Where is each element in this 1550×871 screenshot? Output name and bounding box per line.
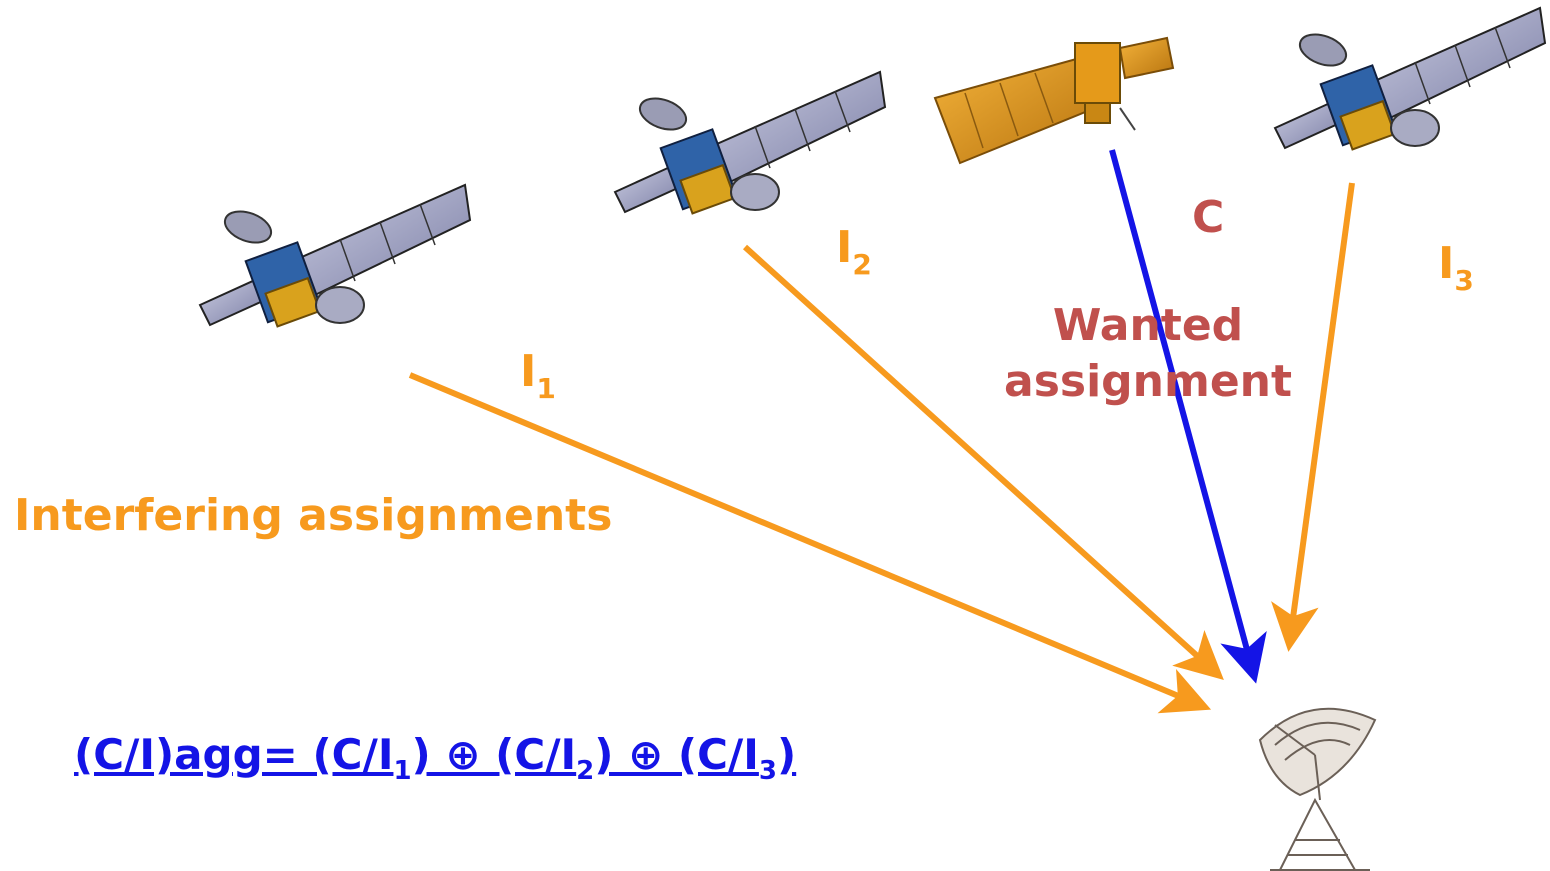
- i3-sub: 3: [1454, 264, 1474, 297]
- formula-sub3: 3: [758, 756, 777, 786]
- formula-tail: ): [776, 730, 797, 779]
- wanted-label-line2: assignment: [1004, 356, 1293, 407]
- satellite-icon: [198, 183, 472, 328]
- i1-sub: 1: [536, 372, 556, 405]
- wanted-label-line1: Wanted: [1052, 300, 1244, 351]
- wanted-assignment-label: Wanted assignment: [1004, 298, 1292, 410]
- formula-sub2: 2: [576, 756, 595, 786]
- wanted-arrow-c: [1109, 149, 1267, 684]
- satellite-icon: [613, 70, 887, 215]
- interference-arrow-i2: [742, 244, 1224, 681]
- aggregate-ci-formula: (C/I)agg= (C/I1) ⊕ (C/I2) ⊕ (C/I3): [74, 730, 797, 784]
- formula-head: (C/I)agg= (C/I: [74, 730, 394, 779]
- formula-mid2: ) ⊕ (C/I: [594, 730, 759, 779]
- i1-base: I: [520, 346, 537, 397]
- formula-mid1: ) ⊕ (C/I: [411, 730, 577, 779]
- i3-label: I3: [1438, 242, 1474, 295]
- i2-base: I: [836, 222, 853, 273]
- i2-label: I2: [836, 226, 872, 279]
- satellite-icon: [933, 36, 1175, 165]
- satellite-icon: [1273, 6, 1547, 151]
- i1-label: I1: [520, 350, 556, 403]
- i3-base: I: [1438, 238, 1455, 289]
- c-label: C: [1192, 192, 1225, 243]
- interfering-assignments-label: Interfering assignments: [14, 490, 613, 541]
- interference-arrow-i1: [408, 372, 1212, 714]
- formula-sub1: 1: [393, 756, 412, 786]
- i2-sub: 2: [852, 248, 872, 281]
- interference-arrow-i3: [1271, 182, 1355, 652]
- earth-station-dish-icon: [1258, 707, 1377, 871]
